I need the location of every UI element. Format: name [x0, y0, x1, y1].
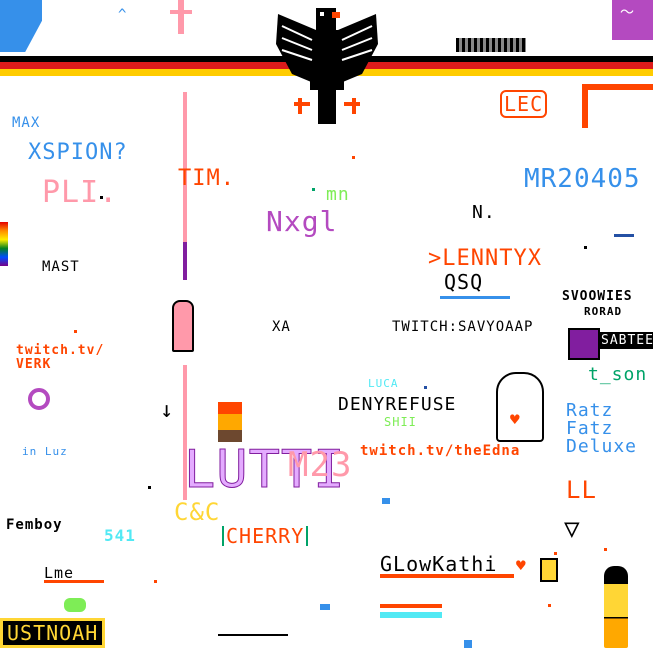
small-figure [218, 402, 242, 442]
label-cc: C&C [174, 498, 221, 526]
pink-post-top-bar [170, 10, 192, 14]
label-rorad: RORAD [584, 305, 623, 318]
label-twitch-verk: twitch.tv/ VERK [16, 343, 105, 373]
glowkathi-heart-icon: ♥ [516, 556, 526, 575]
label-max: MAX [12, 115, 41, 131]
label-tim: TIM. [178, 166, 235, 191]
label-ratz: Ratz [566, 400, 614, 421]
cyan-bar [380, 612, 442, 618]
gun-drawing [456, 38, 526, 52]
purple-corner-block [612, 0, 653, 40]
label-twitch-edna: twitch.tv/theEdna [360, 443, 521, 459]
label-fatz: Fatz [566, 418, 614, 439]
dot [548, 604, 551, 607]
blue-dash [614, 234, 634, 237]
label-t-son: t_son [588, 364, 648, 385]
label-luca: LUCA [368, 377, 399, 390]
pink-vertical-line-lower [183, 365, 187, 500]
label-svoowies: SVOOWIES [562, 289, 633, 304]
rainbow-block [0, 222, 8, 266]
purple-vertical-segment [183, 242, 187, 280]
label-ustnoah: USTNOAH [0, 618, 106, 648]
pink-post-top [178, 0, 184, 34]
eagle-emblem [276, 8, 378, 124]
smiley-box [496, 372, 544, 442]
label-lutti-num: M23 [288, 445, 353, 485]
dot [554, 552, 557, 555]
twitch-logo-icon [568, 328, 600, 360]
triangle-icon: ▽ [564, 514, 580, 544]
label-femboy: Femboy [6, 517, 63, 533]
label-lme: Lme [44, 564, 75, 582]
small-cart [218, 624, 288, 636]
pink-vertical-line [183, 92, 187, 242]
small-arrow-mark: ^ [118, 7, 127, 23]
blue-corner-block [0, 0, 42, 52]
label-sabtee: SABTEE [598, 332, 653, 349]
label-ll: LL [566, 476, 597, 504]
label-shii: SHII [384, 415, 417, 429]
dot [584, 246, 587, 249]
dot [604, 548, 607, 551]
dot [352, 156, 355, 159]
label-xspion: XSPION? [28, 140, 128, 165]
label-pli: PLI. [42, 175, 119, 210]
label-nxgl: Nxgl [266, 205, 338, 238]
orange-bracket [582, 84, 653, 128]
label-n-dot: N. [472, 202, 496, 223]
label-541: 541 [104, 526, 136, 545]
label-glowkathi: GLowKathi [380, 552, 498, 576]
dot [74, 330, 77, 333]
bottle-drawing [604, 566, 628, 648]
dot [464, 640, 472, 648]
green-frog [64, 598, 86, 612]
label-denyrefuse: DENYREFUSE [338, 394, 457, 415]
smiley-heart-icon: ♥ [510, 410, 520, 429]
label-mast: MAST [42, 259, 80, 275]
dot [320, 604, 330, 610]
label-cherry: CHERRY [222, 526, 309, 546]
pink-shape [172, 300, 194, 352]
label-twitch-savy: TWITCH:SAVYOAAP [392, 319, 534, 335]
label-mr20405: MR20405 [524, 164, 641, 194]
wave-mark: 〜 [620, 5, 634, 21]
dot [424, 386, 427, 389]
label-deluxe: Deluxe [566, 436, 638, 457]
arrow-down-mark: ↓ [160, 398, 174, 423]
label-in-luz: in Luz [22, 445, 68, 458]
label-qsq: QSQ [444, 270, 484, 294]
label-lec: LEC [500, 90, 548, 118]
blue-underline-qsq [440, 296, 510, 299]
label-xa: XA [272, 319, 291, 335]
dot [382, 498, 390, 504]
label-lennty: >LENNTYX [428, 246, 542, 271]
dot [100, 196, 103, 199]
red-bar-lme [44, 580, 104, 583]
purple-ring [28, 388, 50, 410]
coin-icon [540, 558, 558, 582]
dot [148, 486, 151, 489]
dot [154, 580, 157, 583]
label-lutti: LUTTI [184, 440, 346, 500]
orange-bar-1 [380, 574, 514, 578]
orange-bar-2 [380, 604, 442, 608]
label-mn: mn [326, 184, 350, 205]
dot [312, 188, 315, 191]
